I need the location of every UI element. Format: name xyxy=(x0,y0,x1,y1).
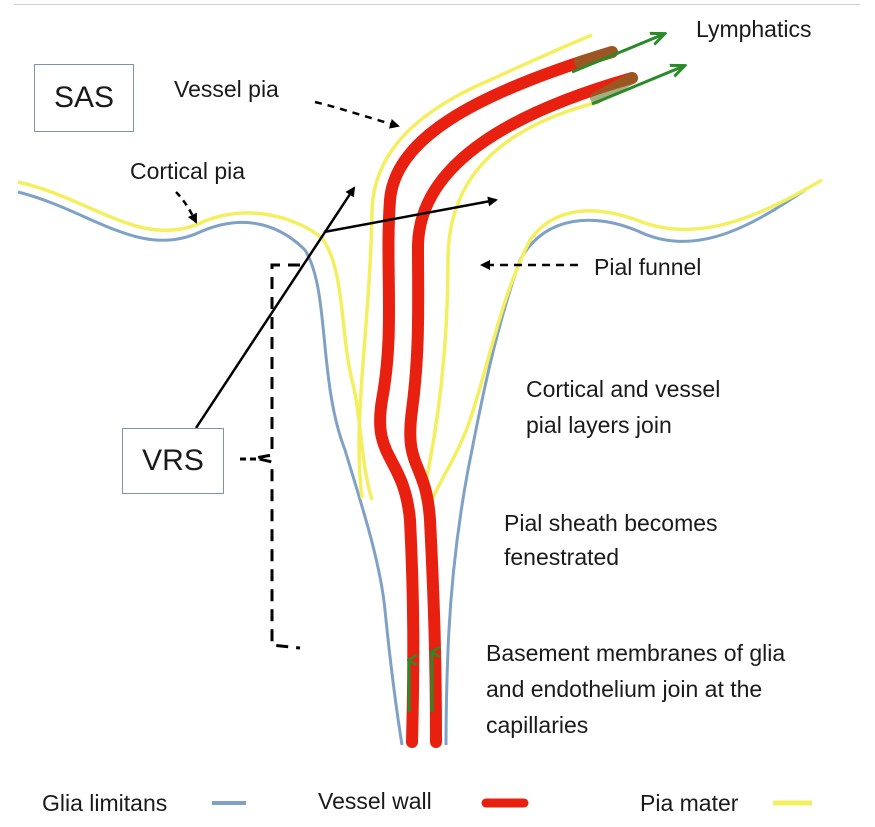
fenestrated-label-line2: fenestrated xyxy=(504,544,620,570)
join-label-line1: Cortical and vessel xyxy=(526,376,721,402)
basement-label-line3: capillaries xyxy=(486,712,589,738)
vrs-bracket xyxy=(254,263,301,650)
lymph-arrow-2 xyxy=(591,66,684,106)
pial-funnel-label: Pial funnel xyxy=(594,254,702,280)
legend-label-pia: Pia mater xyxy=(640,790,739,816)
sas-box: SAS xyxy=(34,64,134,132)
fenestrated-label-line1: Pial sheath becomes xyxy=(504,510,718,536)
vrs-box: VRS xyxy=(122,428,224,494)
vrs-line-1 xyxy=(194,186,356,429)
join-label-line2: pial layers join xyxy=(526,412,672,438)
glia-limitans-right xyxy=(444,186,809,746)
lymph-arrow-1 xyxy=(571,34,664,74)
cortical-pia-pointer xyxy=(175,191,198,224)
vessel-pia-inner xyxy=(420,100,599,501)
basement-label-line1: Basement membranes of glia xyxy=(486,640,786,666)
cortical-pia-right xyxy=(430,178,823,501)
glia-limitans-left xyxy=(17,190,404,746)
legend-label-glia: Glia limitans xyxy=(42,790,168,816)
basement-label-line2: and endothelium join at the xyxy=(486,676,763,702)
vessel-pia-pointer xyxy=(314,100,400,129)
lymphatics-label: Lymphatics xyxy=(696,16,812,42)
vessel-pia-outer xyxy=(357,33,593,499)
top-divider xyxy=(14,4,860,5)
vrs-line-2 xyxy=(323,196,498,234)
vessel-pia-label: Vessel pia xyxy=(174,76,279,102)
vessel-wall-right xyxy=(404,72,638,748)
cortical-pia-label: Cortical pia xyxy=(130,158,246,184)
legend-label-vessel: Vessel wall xyxy=(318,788,432,814)
vessel-wall-left xyxy=(374,46,618,748)
